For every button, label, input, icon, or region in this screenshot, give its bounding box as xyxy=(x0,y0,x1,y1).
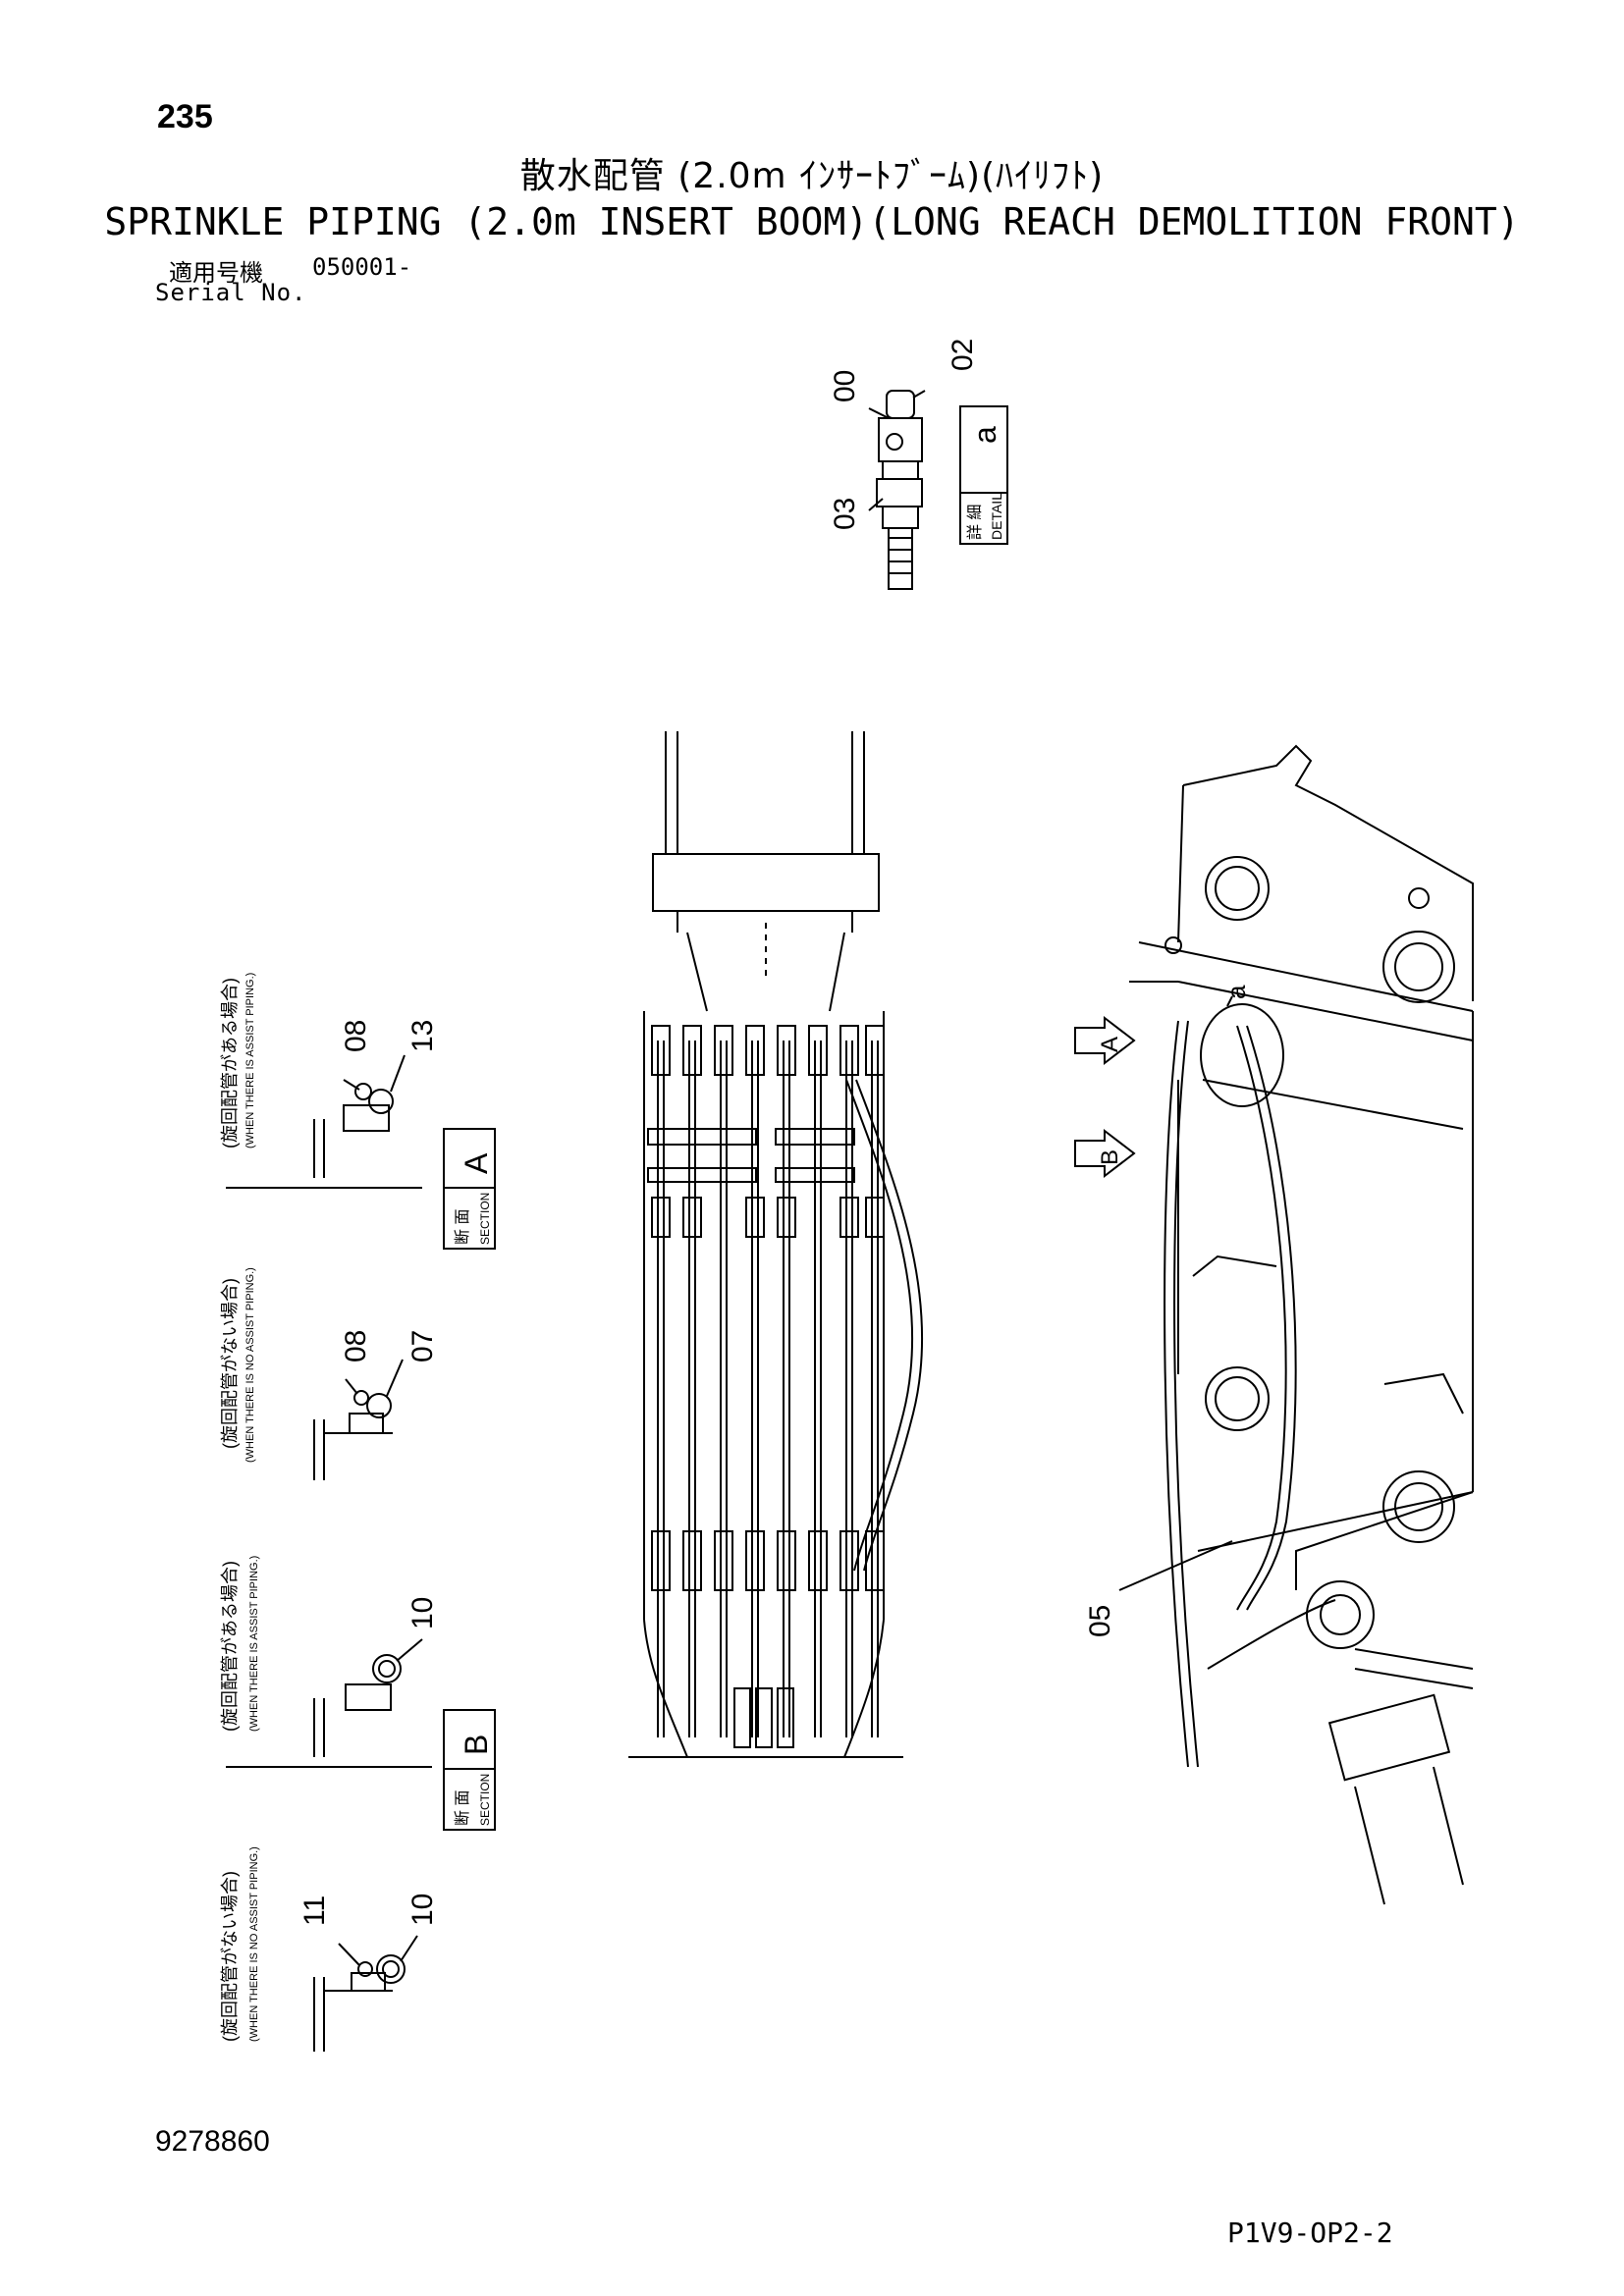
section-view-2 xyxy=(313,1359,404,1480)
part-label-03: 03 xyxy=(829,498,861,530)
section-view-2-note-jp: (旋回配管がない場合) xyxy=(220,1278,240,1449)
section-view-4-part-11: 11 xyxy=(298,1896,331,1926)
detail-label-en: DETAIL xyxy=(989,493,1004,540)
section-b-label-en: SECTION xyxy=(478,1774,492,1826)
page-number: 235 xyxy=(157,98,213,135)
section-view-4 xyxy=(313,1935,418,2052)
section-a-label-jp: 断 面 xyxy=(454,1209,471,1245)
section-view-3-part-10: 10 xyxy=(406,1597,439,1629)
serial-value: 050001- xyxy=(312,253,412,281)
view-arrow-b-letter: B xyxy=(1097,1149,1123,1165)
document-number: 9278860 xyxy=(155,2125,270,2158)
section-view-3-note-jp: (旋回配管がある場合) xyxy=(220,1561,240,1732)
section-view-1-part-13: 13 xyxy=(406,1020,439,1052)
part-label-02: 02 xyxy=(947,339,979,371)
section-view-1-part-08: 08 xyxy=(340,1020,372,1052)
section-view-2-part-08: 08 xyxy=(340,1330,372,1362)
section-view-1 xyxy=(226,1054,422,1189)
section-view-4-part-10: 10 xyxy=(406,1894,439,1926)
serial-label-english: Serial No. xyxy=(155,279,307,306)
section-view-2-part-07: 07 xyxy=(406,1330,439,1362)
section-view-3-note-en: (WHEN THERE IS ASSIST PIPING.) xyxy=(248,1556,260,1732)
section-view-3 xyxy=(226,1638,432,1768)
detail-a-drawing xyxy=(868,390,1008,590)
section-view-4-note-en: (WHEN THERE IS NO ASSIST PIPING.) xyxy=(248,1846,260,2042)
boom-top-view xyxy=(628,731,924,1758)
part-label-05: 05 xyxy=(1084,1605,1116,1637)
section-b-label-jp: 断 面 xyxy=(454,1790,471,1826)
detail-label-jp: 詳 細 xyxy=(966,505,984,540)
section-b-letter: B xyxy=(459,1735,494,1755)
boom-side-view xyxy=(1118,744,1474,1905)
section-view-4-note-jp: (旋回配管がない場合) xyxy=(220,1871,240,2042)
detail-ref-a: a xyxy=(1221,985,1251,999)
title-english: SPRINKLE PIPING (2.0m INSERT BOOM)(LONG … xyxy=(104,200,1520,243)
section-a-letter: A xyxy=(459,1152,494,1174)
section-view-1-note-jp: (旋回配管がある場合) xyxy=(220,978,240,1148)
section-view-1-note-en: (WHEN THERE IS ASSIST PIPING.) xyxy=(244,973,256,1148)
figure-code: P1V9-OP2-2 xyxy=(1227,2216,1393,2249)
view-arrow-a xyxy=(1074,1015,1136,1066)
part-label-00: 00 xyxy=(829,370,861,402)
view-arrow-b xyxy=(1074,1128,1136,1179)
view-arrow-a-letter: A xyxy=(1097,1037,1123,1052)
title-japanese: 散水配管 (2.0m ｲﾝｻｰﾄﾌﾞｰﾑ)(ﾊｲﾘﾌﾄ) xyxy=(519,156,1105,196)
section-a-label-en: SECTION xyxy=(478,1193,492,1245)
section-view-2-note-en: (WHEN THERE IS NO ASSIST PIPING.) xyxy=(244,1267,256,1463)
detail-letter: a xyxy=(967,426,1002,444)
serial-label-japanese: 適用号機 xyxy=(169,259,263,287)
